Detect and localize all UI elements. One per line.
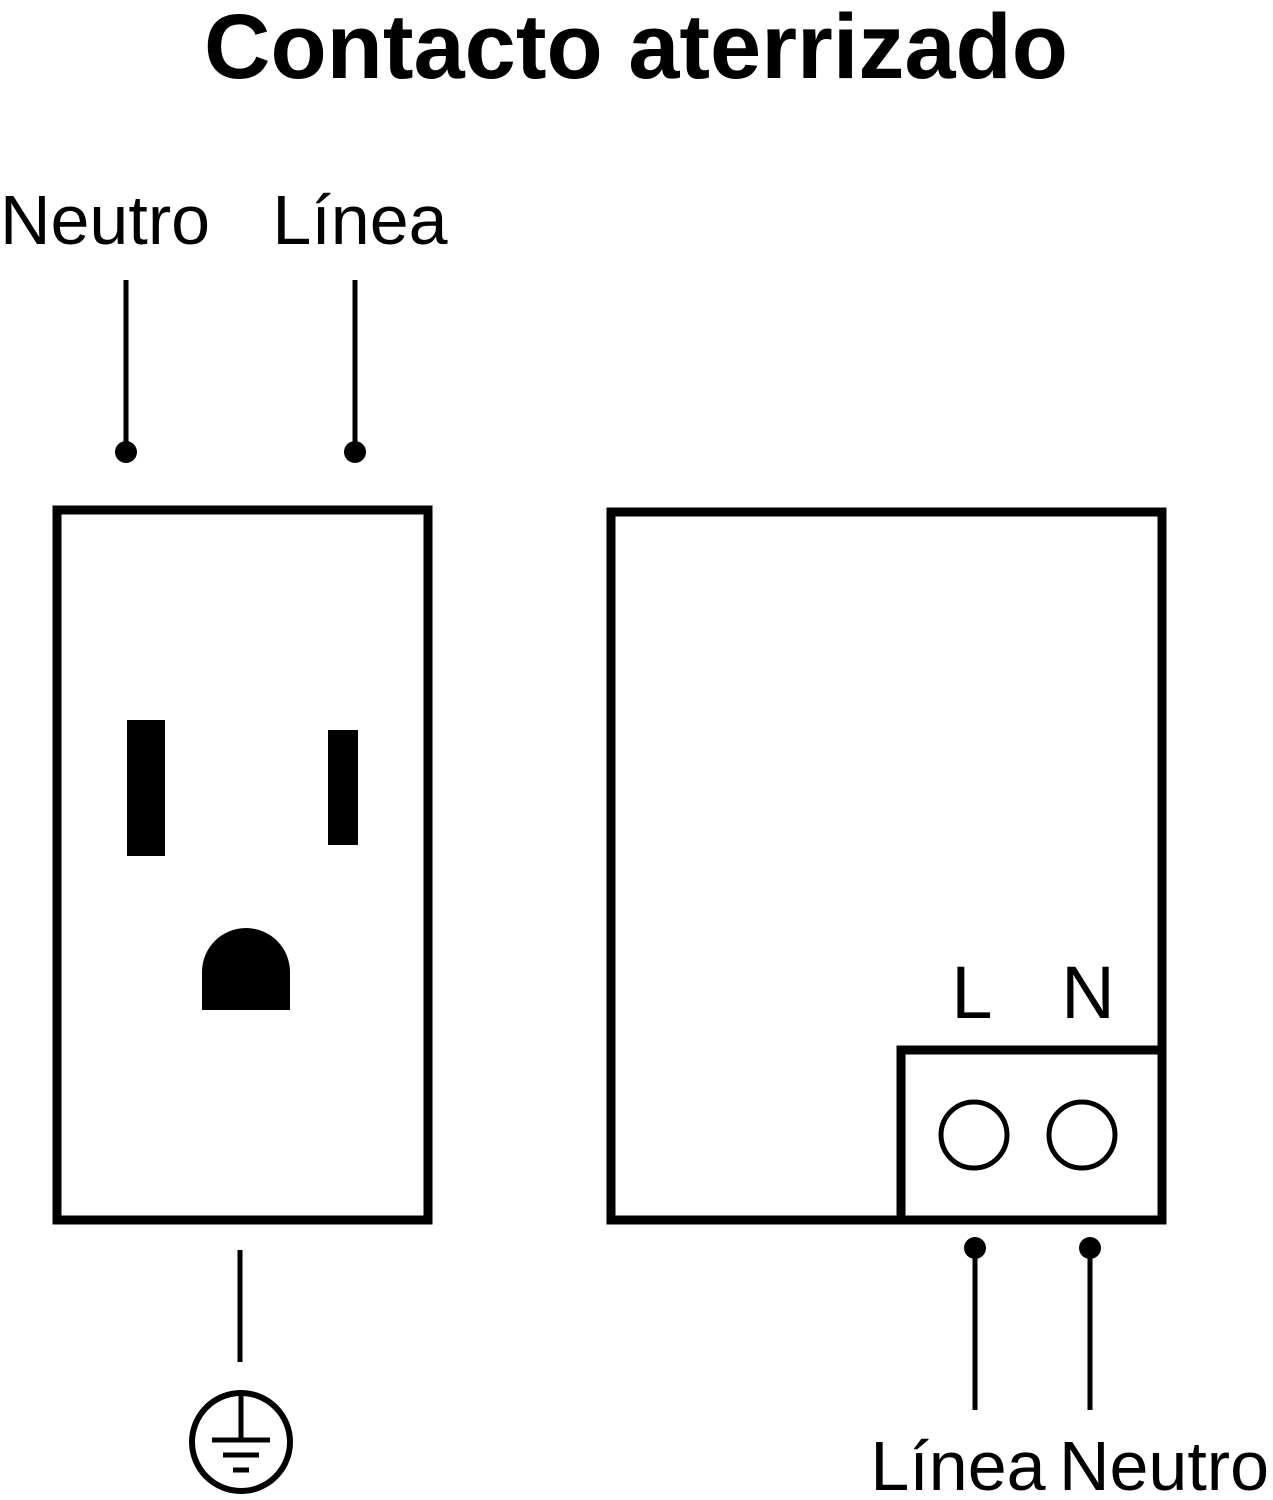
outlet-ground-hole (202, 928, 290, 1010)
device-line-wire (964, 1237, 986, 1410)
terminal-neutral-screw (1046, 1099, 1118, 1171)
outlet-neutral-slot (127, 720, 165, 856)
terminal-line-label: L (951, 951, 992, 1034)
grounded-outlet (52, 505, 433, 1225)
outlet-neutral-wire (115, 280, 137, 463)
outlet-neutral-label: Neutro (0, 181, 210, 259)
terminal-neutral-label: N (1061, 951, 1114, 1034)
device-box (606, 507, 1167, 1225)
device-neutral-wire (1079, 1237, 1101, 1410)
outlet-line-slot (328, 730, 358, 845)
terminal-block (896, 1045, 1167, 1225)
device-line-label: Línea (870, 1427, 1045, 1500)
outlet-line-label: Línea (272, 181, 447, 259)
outlet-line-wire (344, 280, 366, 463)
earth-ground-icon (189, 1390, 293, 1494)
device-neutral-label: Neutro (1059, 1427, 1269, 1500)
diagram-title: Contacto aterrizado (204, 0, 1068, 98)
terminal-line-screw (938, 1099, 1010, 1171)
